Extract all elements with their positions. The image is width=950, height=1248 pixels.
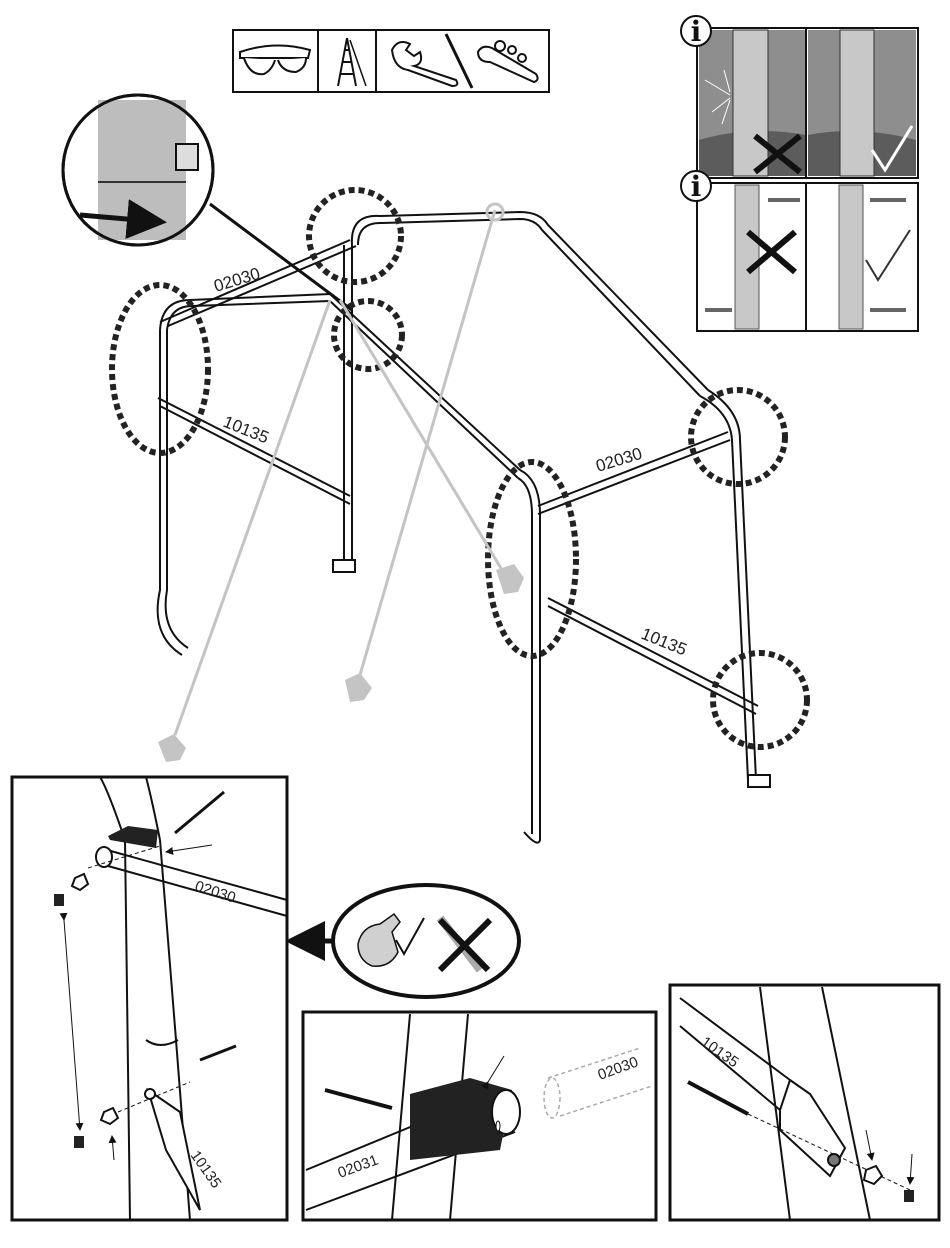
part-label: 02030 — [594, 444, 645, 476]
foot-plate — [333, 560, 355, 572]
detail-panel-left: 02030 10135 — [12, 777, 287, 1220]
part-label: 10135 — [639, 624, 690, 659]
info-panel-top: i — [681, 15, 918, 178]
cap-icon — [904, 1190, 914, 1202]
part-label: 02030 — [212, 264, 263, 296]
detail-panel-right: 10135 — [670, 985, 939, 1220]
cap-icon — [74, 1136, 84, 1148]
hint-oval — [333, 885, 519, 997]
foot-plate — [748, 775, 770, 787]
magnifier-detail — [63, 95, 213, 245]
info-mark: i — [691, 15, 702, 48]
info-panel-bottom: i — [681, 170, 918, 331]
detail-panel-middle: 02031 02030 — [303, 1012, 656, 1220]
ghost-hand-icons — [158, 204, 524, 762]
tools-panel — [233, 30, 549, 92]
info-mark-2: i — [691, 170, 702, 203]
cap-icon — [54, 894, 64, 906]
